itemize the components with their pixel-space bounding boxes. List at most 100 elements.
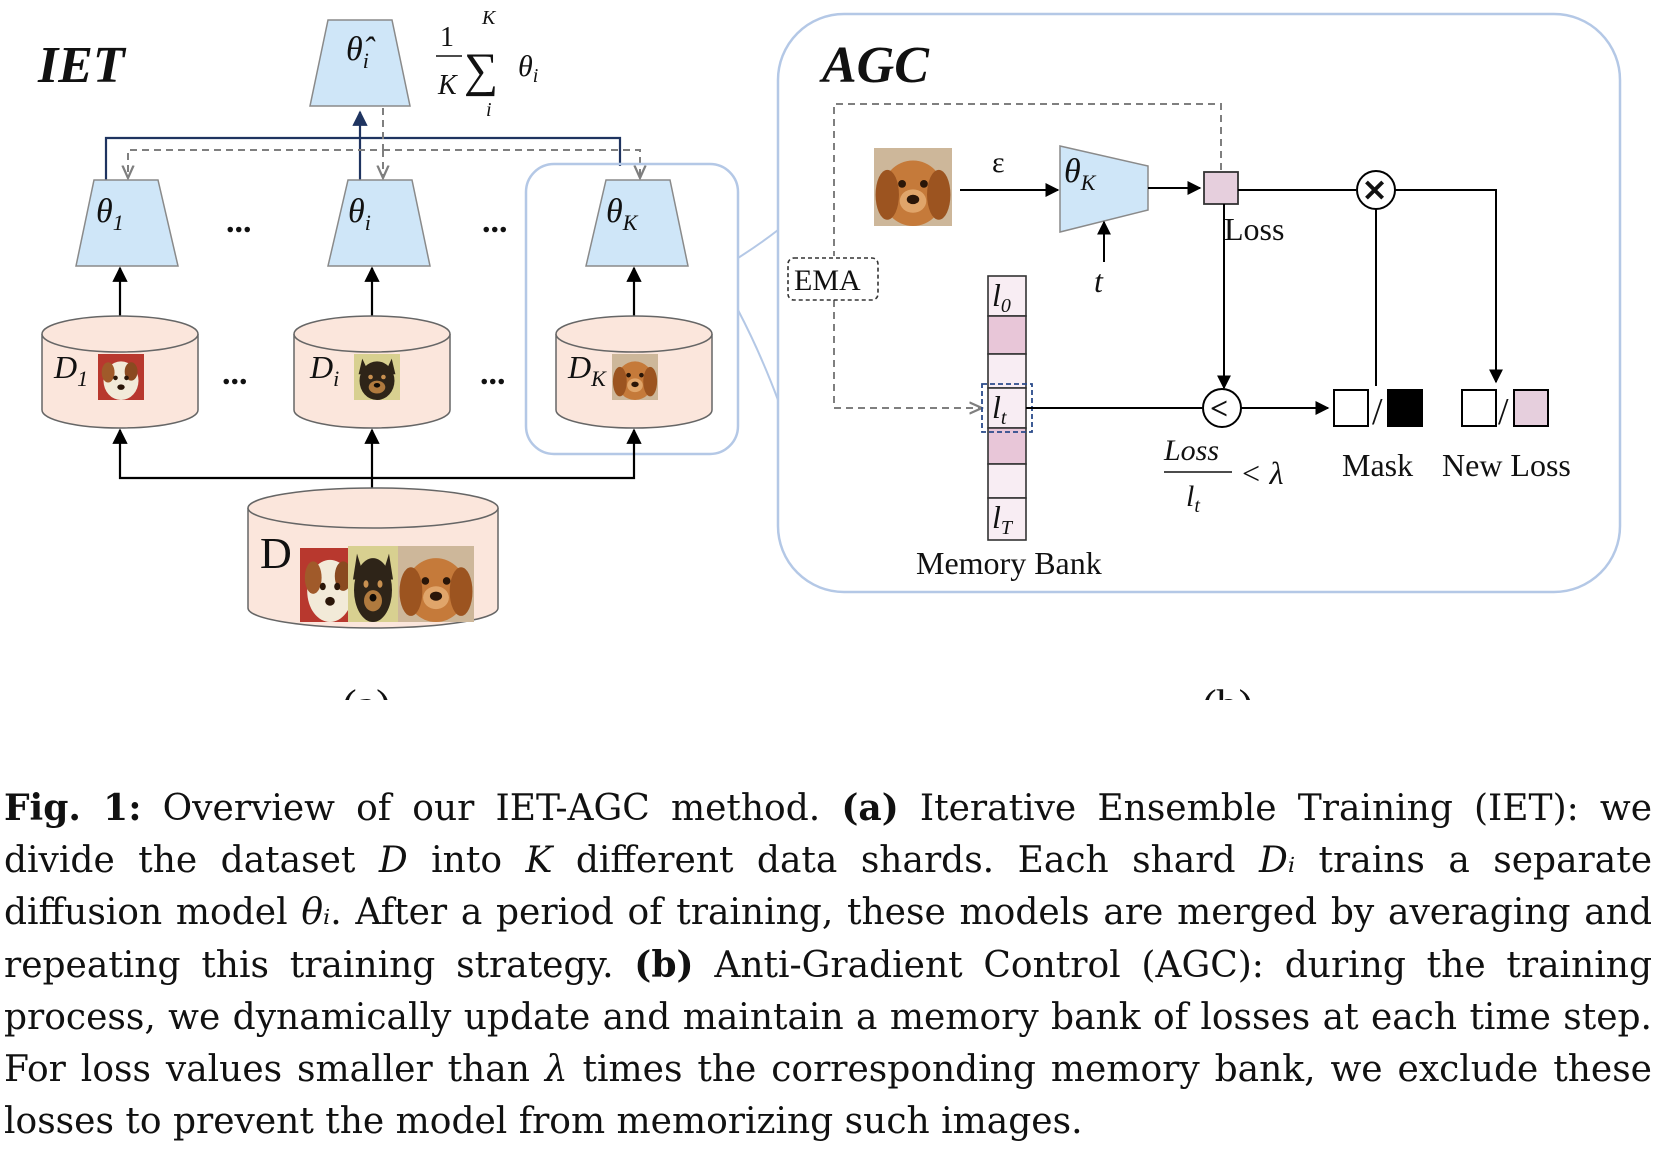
svg-text:D1: D1: [53, 349, 88, 391]
caption-text-2: Iterative Ensemble Training (IET): we di…: [4, 788, 1653, 881]
model-1-sub: 1: [113, 210, 124, 235]
svg-text:lt: lt: [1186, 480, 1200, 517]
merged-model-sub: i: [363, 48, 369, 73]
bank-lT-sub: T: [1001, 517, 1014, 539]
bank-l0-label: l: [992, 277, 1001, 313]
shard-k: DK: [555, 315, 713, 429]
caption-text-4: different data shards. Each shard: [552, 840, 1259, 881]
svg-text:θK: θK: [1064, 153, 1097, 195]
shard-i: Di: [293, 315, 451, 429]
loss-label: Loss: [1224, 211, 1284, 247]
caption-fig-label: Fig. 1:: [4, 787, 142, 829]
input-dog-image: [874, 148, 952, 226]
new-loss-kept-square: [1513, 389, 1549, 427]
mask-label: Mask: [1342, 447, 1413, 483]
caption-var-di: Dᵢ: [1258, 840, 1296, 881]
condition-num: Loss: [1163, 434, 1219, 467]
caption-var-theta: θᵢ: [301, 892, 331, 933]
shard-k-label: D: [567, 349, 591, 385]
bank-l0-sub: 0: [1001, 295, 1011, 317]
agc-model-sub: K: [1080, 170, 1097, 195]
model-i: θi: [327, 179, 431, 267]
caption-text-6: . After a period of training, these mode…: [4, 892, 1652, 986]
caption-part-b-label: (b): [634, 944, 694, 986]
svg-text:Di: Di: [309, 349, 339, 391]
figure-caption: Fig. 1: Overview of our IET-AGC method. …: [4, 782, 1652, 1148]
mask-keep-square: [1333, 389, 1369, 427]
formula-sub: i: [486, 99, 492, 121]
compare-symbol: <: [1210, 390, 1228, 426]
model-k: θK: [585, 179, 689, 267]
model-ellipsis-2: ...: [482, 203, 508, 240]
ema-label: EMA: [794, 264, 861, 297]
formula-num: 1: [440, 22, 454, 53]
panel-b-caption: (b): [1202, 681, 1253, 700]
svg-text:l0: l0: [992, 277, 1011, 317]
shard-k-sub: K: [590, 366, 607, 391]
bank-lT-label: l: [992, 499, 1001, 535]
condition-rel: < λ: [1240, 455, 1284, 491]
caption-paragraph: Fig. 1: Overview of our IET-AGC method. …: [4, 782, 1652, 1148]
new-loss-label: New Loss: [1442, 447, 1571, 483]
shard-ellipsis-2: ...: [480, 355, 506, 392]
zoom-connector: [737, 229, 779, 401]
svg-text:θK: θK: [606, 193, 639, 235]
model-1: θ1: [75, 179, 179, 267]
model-ellipsis-1: ...: [226, 203, 252, 240]
model-k-sub: K: [622, 210, 639, 235]
figure-diagram: IET θ̂i 1 K ∑ K i θi θ1 θi θK ... ...: [37, 7, 1622, 700]
timestep-label: t: [1094, 263, 1104, 299]
loss-square: [1203, 171, 1239, 205]
panel-b-frame: [776, 12, 1622, 594]
panel-a-title: IET: [37, 37, 127, 94]
agc-model-trapezoid: [1059, 145, 1149, 233]
shard-k-dog-image: [612, 354, 658, 400]
ema-path: [833, 103, 1222, 408]
multiply-symbol: ✕: [1362, 175, 1387, 208]
shard-i-sub: i: [333, 366, 339, 391]
svg-text:θi: θi: [518, 50, 538, 87]
panel-a-caption: (a): [342, 681, 391, 700]
shard-1: D1: [41, 315, 199, 429]
svg-text:lt: lt: [992, 389, 1007, 429]
bank-lt-label: l: [992, 389, 1001, 425]
dataset-dog-image-2: [348, 546, 398, 622]
merged-model-trapezoid: [309, 19, 411, 107]
shard-i-dog-image: [354, 354, 400, 400]
caption-var-lambda: λ: [544, 1049, 568, 1090]
caption-text-8: times the corresponding memory bank, we …: [4, 1049, 1652, 1142]
memory-bank: [987, 275, 1027, 541]
mask-slash: /: [1372, 391, 1383, 433]
caption-text-7: Anti-Gradient Control (AGC): during the …: [4, 945, 1652, 1090]
dataset-label: D: [260, 529, 292, 578]
dataset-d: D: [247, 487, 499, 629]
split-arrows: [112, 428, 642, 492]
averaging-formula: 1 K ∑ K i θi: [436, 7, 538, 121]
shard-1-dog-image: [98, 354, 144, 400]
model-i-label: θ: [348, 193, 365, 230]
formula-term-sub: i: [533, 65, 539, 87]
model-k-label: θ: [606, 193, 623, 230]
svg-text:DK: DK: [567, 349, 607, 391]
model-1-label: θ: [96, 193, 113, 230]
caption-text-3: into: [407, 840, 526, 881]
condition-den-sub: t: [1194, 495, 1200, 517]
new-loss-zero-square: [1461, 389, 1497, 427]
svg-text:lT: lT: [992, 499, 1014, 539]
memory-bank-label: Memory Bank: [916, 545, 1102, 581]
caption-text-1: Overview of our IET-AGC method.: [141, 788, 842, 829]
formula-sup: K: [481, 7, 497, 29]
caption-text-5: trains a separate diffusion model: [4, 840, 1652, 933]
bank-lt-sub: t: [1001, 407, 1007, 429]
model-i-sub: i: [365, 210, 371, 235]
merge-arrows: [104, 110, 622, 182]
shard-1-label: D: [53, 349, 77, 385]
formula-den: K: [437, 70, 458, 101]
ema-box: [787, 257, 879, 301]
svg-text:θi: θi: [348, 193, 371, 235]
caption-part-a-label: (a): [841, 787, 899, 829]
caption-var-k: K: [525, 840, 553, 881]
new-loss-slash: /: [1498, 391, 1509, 433]
svg-text:θ1: θ1: [96, 193, 124, 235]
dataset-dog-image-3: [398, 546, 474, 622]
